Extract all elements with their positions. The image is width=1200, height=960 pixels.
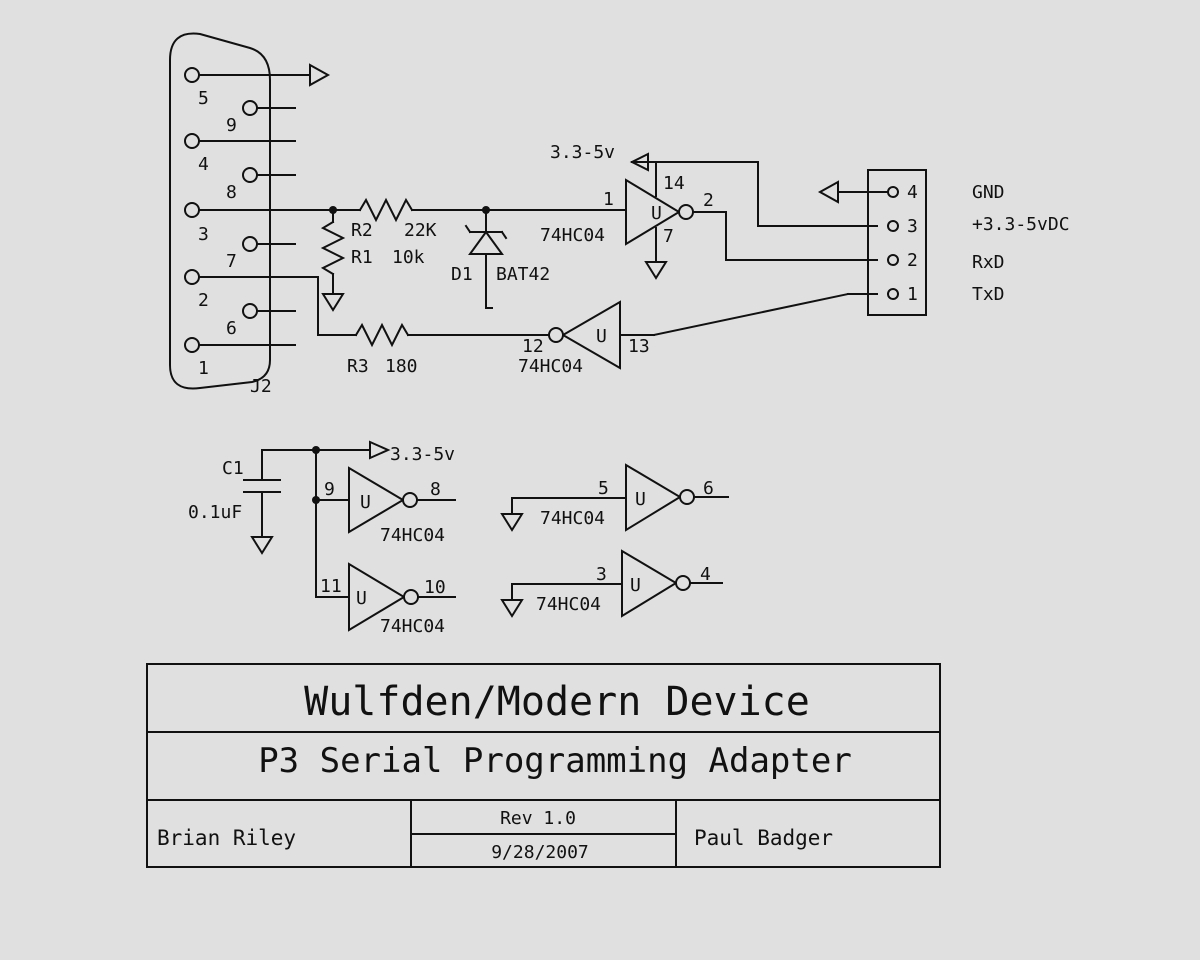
db9-pin-label: 6 (226, 318, 237, 339)
header-pin-label: 2 (907, 250, 918, 271)
r2-ref: R2 (351, 220, 373, 241)
c1-value: 0.1uF (188, 502, 242, 523)
inverter-gate-5 (625, 463, 682, 532)
resistor-r2 (358, 197, 414, 223)
db9-pin-label: 3 (198, 224, 209, 245)
db9-pin-3 (184, 202, 200, 218)
title-block (146, 663, 941, 868)
header-signal-label: RxD (972, 252, 1005, 273)
gate-pin-label: 7 (663, 226, 674, 247)
ground-symbol (817, 180, 839, 204)
header-pin-label: 1 (907, 284, 918, 305)
diode-d1 (464, 224, 508, 255)
ground-symbol (500, 513, 524, 532)
title-project: P3 Serial Programming Adapter (258, 741, 852, 781)
d1-value: BAT42 (496, 264, 550, 285)
gate-part-label: 74HC04 (518, 356, 583, 377)
db9-pin-4 (184, 133, 200, 149)
inverter-gate-3 (348, 466, 405, 534)
header-signal-label: GND (972, 182, 1005, 203)
resistor-r3 (354, 322, 410, 348)
c1-ref: C1 (222, 458, 244, 479)
gate-u-label: U (651, 203, 662, 224)
gate-pin-label: 2 (703, 190, 714, 211)
ground-symbol (644, 261, 668, 280)
gate-u-label: U (630, 575, 641, 596)
r2-value: 22K (404, 220, 437, 241)
r1-ref: R1 (351, 247, 373, 268)
r1-value: 10k (392, 247, 425, 268)
gate-part-label: 74HC04 (380, 525, 445, 546)
ground-symbol (250, 536, 274, 555)
header-signal-label: +3.3-5vDC (972, 214, 1070, 235)
db9-pin-label: 1 (198, 358, 209, 379)
gate-part-label: 74HC04 (540, 508, 605, 529)
inverter-gate-4 (348, 562, 406, 632)
gate-pin-label: 1 (603, 189, 614, 210)
db9-pin-2 (184, 269, 200, 285)
db9-pin-8 (242, 167, 258, 183)
title-author-right: Paul Badger (694, 826, 833, 850)
header-pin-label: 4 (907, 182, 918, 203)
supply-label: 3.3-5v (550, 142, 615, 163)
db9-pin-5 (184, 67, 200, 83)
db9-pin-1 (184, 337, 200, 353)
header-signal-label: TxD (972, 284, 1005, 305)
inverter-gate-1 (625, 178, 681, 246)
db9-pin-label: 8 (226, 182, 237, 203)
gate-part-label: 74HC04 (540, 225, 605, 246)
gate-pin-label: 9 (324, 479, 335, 500)
r3-value: 180 (385, 356, 418, 377)
gate-u-label: U (360, 492, 371, 513)
gate-part-label: 74HC04 (380, 616, 445, 637)
gate-u-label: U (635, 489, 646, 510)
title-date: 9/28/2007 (491, 842, 589, 863)
title-company: Wulfden/Modern Device (304, 679, 810, 725)
gate-pin-label: 10 (424, 577, 446, 598)
db9-connector-shell (169, 32, 271, 390)
gate-pin-label: 3 (596, 564, 607, 585)
gate-part-label: 74HC04 (536, 594, 601, 615)
gate-pin-label: 4 (700, 564, 711, 585)
gate-pin-label: 8 (430, 479, 441, 500)
gate-pin-label: 13 (628, 336, 650, 357)
gate-u-label: U (596, 326, 607, 347)
db9-pin-label: 9 (226, 115, 237, 136)
db9-pin-7 (242, 236, 258, 252)
db9-pin-label: 7 (226, 251, 237, 272)
gate-pin-label: 6 (703, 478, 714, 499)
supply-label: 3.3-5v (390, 444, 455, 465)
db9-pin-label: 5 (198, 88, 209, 109)
gate-pin-label: 5 (598, 478, 609, 499)
ground-symbol (500, 599, 524, 618)
gate-u-label: U (356, 588, 367, 609)
gate-pin-label: 11 (320, 576, 342, 597)
db9-pin-label: 2 (198, 290, 209, 311)
connector-ref-label: J2 (250, 376, 272, 397)
title-revision: Rev 1.0 (500, 808, 576, 829)
db9-pin-stubs (198, 107, 296, 346)
inverter-gate-6 (621, 549, 678, 618)
d1-ref: D1 (451, 264, 473, 285)
db9-pin-9 (242, 100, 258, 116)
db9-pin-label: 4 (198, 154, 209, 175)
resistor-r1 (320, 220, 346, 276)
header-pin-label: 3 (907, 216, 918, 237)
title-author-left: Brian Riley (157, 826, 296, 850)
r3-ref: R3 (347, 356, 369, 377)
gate-pin-label: 14 (663, 173, 685, 194)
gate-pin-label: 12 (522, 336, 544, 357)
db9-pin-6 (242, 303, 258, 319)
header-connector (867, 169, 927, 316)
ground-symbol (321, 293, 345, 312)
ground-symbol (309, 63, 331, 87)
